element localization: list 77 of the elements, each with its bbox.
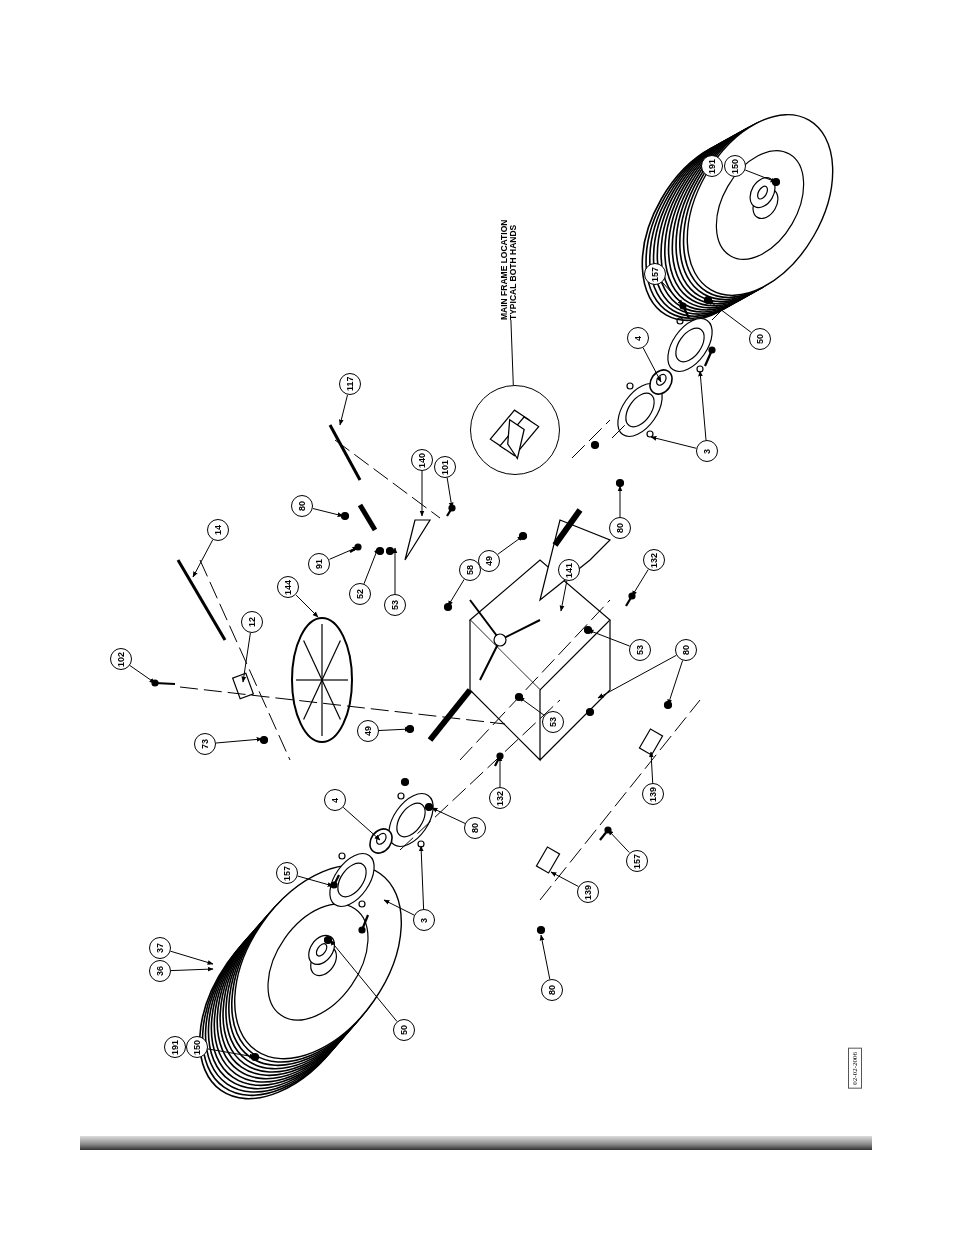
leader-line <box>419 470 425 517</box>
leader-line <box>446 476 454 509</box>
leader-line <box>383 899 415 916</box>
callout-number: 139 <box>642 782 665 805</box>
callout-number: 150 <box>186 1036 208 1058</box>
leader-line <box>707 299 752 333</box>
leader-line <box>642 347 662 383</box>
leader-line <box>698 370 707 441</box>
callout-number: 80 <box>675 639 697 661</box>
callout-number: 102 <box>109 648 132 670</box>
leader-line <box>295 594 319 618</box>
leader-line <box>617 485 623 518</box>
callout-number: 53 <box>629 639 651 661</box>
leader-line <box>447 579 465 607</box>
callout-number: 3 <box>413 909 435 931</box>
leader-line <box>497 755 503 788</box>
callout-number: 73 <box>194 733 216 755</box>
leader-line <box>170 950 214 965</box>
callout-number: 144 <box>277 576 300 599</box>
callout-number: 58 <box>458 559 481 582</box>
callout-number: 80 <box>291 494 314 517</box>
leader-line <box>497 535 524 555</box>
leader-line <box>648 751 654 784</box>
leader-line <box>363 547 379 585</box>
leader-line <box>170 966 214 972</box>
leader-line <box>559 580 568 612</box>
callout-number: 132 <box>643 549 665 572</box>
callout-number: 49 <box>357 720 380 743</box>
leader-line <box>215 737 263 744</box>
callout-number: 12 <box>241 611 263 633</box>
callout-number: 139 <box>577 880 600 903</box>
leader-line <box>518 696 545 716</box>
leader-line <box>550 871 579 887</box>
leader-line <box>339 394 348 426</box>
leader-line <box>597 654 677 699</box>
callout-number: 49 <box>478 549 501 572</box>
leader-line <box>392 547 398 595</box>
callout-number: 157 <box>276 862 298 884</box>
leader-line <box>431 807 466 824</box>
leader-line <box>418 845 425 910</box>
callout-number: 91 <box>308 552 331 575</box>
callout-number: 36 <box>149 960 171 982</box>
leader-line <box>342 806 381 841</box>
leader-line <box>329 939 398 1022</box>
leader-line <box>297 875 334 887</box>
leader-line <box>192 539 214 578</box>
leader-line <box>661 281 684 306</box>
callout-number: 80 <box>464 817 486 839</box>
callout-number: 53 <box>542 710 564 733</box>
leader-line <box>510 319 514 386</box>
callout-number: 50 <box>749 328 771 350</box>
callout-number: 132 <box>489 787 511 809</box>
leader-line <box>129 664 156 684</box>
callout-number: 52 <box>349 583 371 605</box>
note-text: MAIN FRAME LOCATION TYPICAL BOTH HANDS <box>500 210 518 320</box>
leader-line <box>631 569 649 597</box>
leader-line <box>650 436 697 449</box>
callout-number: 53 <box>384 594 406 616</box>
leader-line <box>744 169 777 183</box>
leader-line <box>329 546 359 560</box>
callout-number: 80 <box>609 517 631 539</box>
callout-number: 50 <box>393 1019 415 1041</box>
callout-number: 37 <box>149 937 171 959</box>
callout-number: 140 <box>411 449 433 471</box>
callout-number: 117 <box>339 373 362 396</box>
callout-number: 191 <box>164 1036 186 1058</box>
callout-number: 3 <box>696 440 718 462</box>
leader-line <box>539 934 551 980</box>
callout-number: 4 <box>324 789 346 811</box>
callout-number: 14 <box>207 519 229 541</box>
leader-line <box>607 829 630 853</box>
callout-number: 4 <box>627 327 649 349</box>
leader-line <box>312 508 344 517</box>
leader-line <box>241 632 251 683</box>
callout-number: 157 <box>625 849 648 872</box>
callout-number: 80 <box>541 979 563 1001</box>
callout-number: 101 <box>434 455 457 478</box>
